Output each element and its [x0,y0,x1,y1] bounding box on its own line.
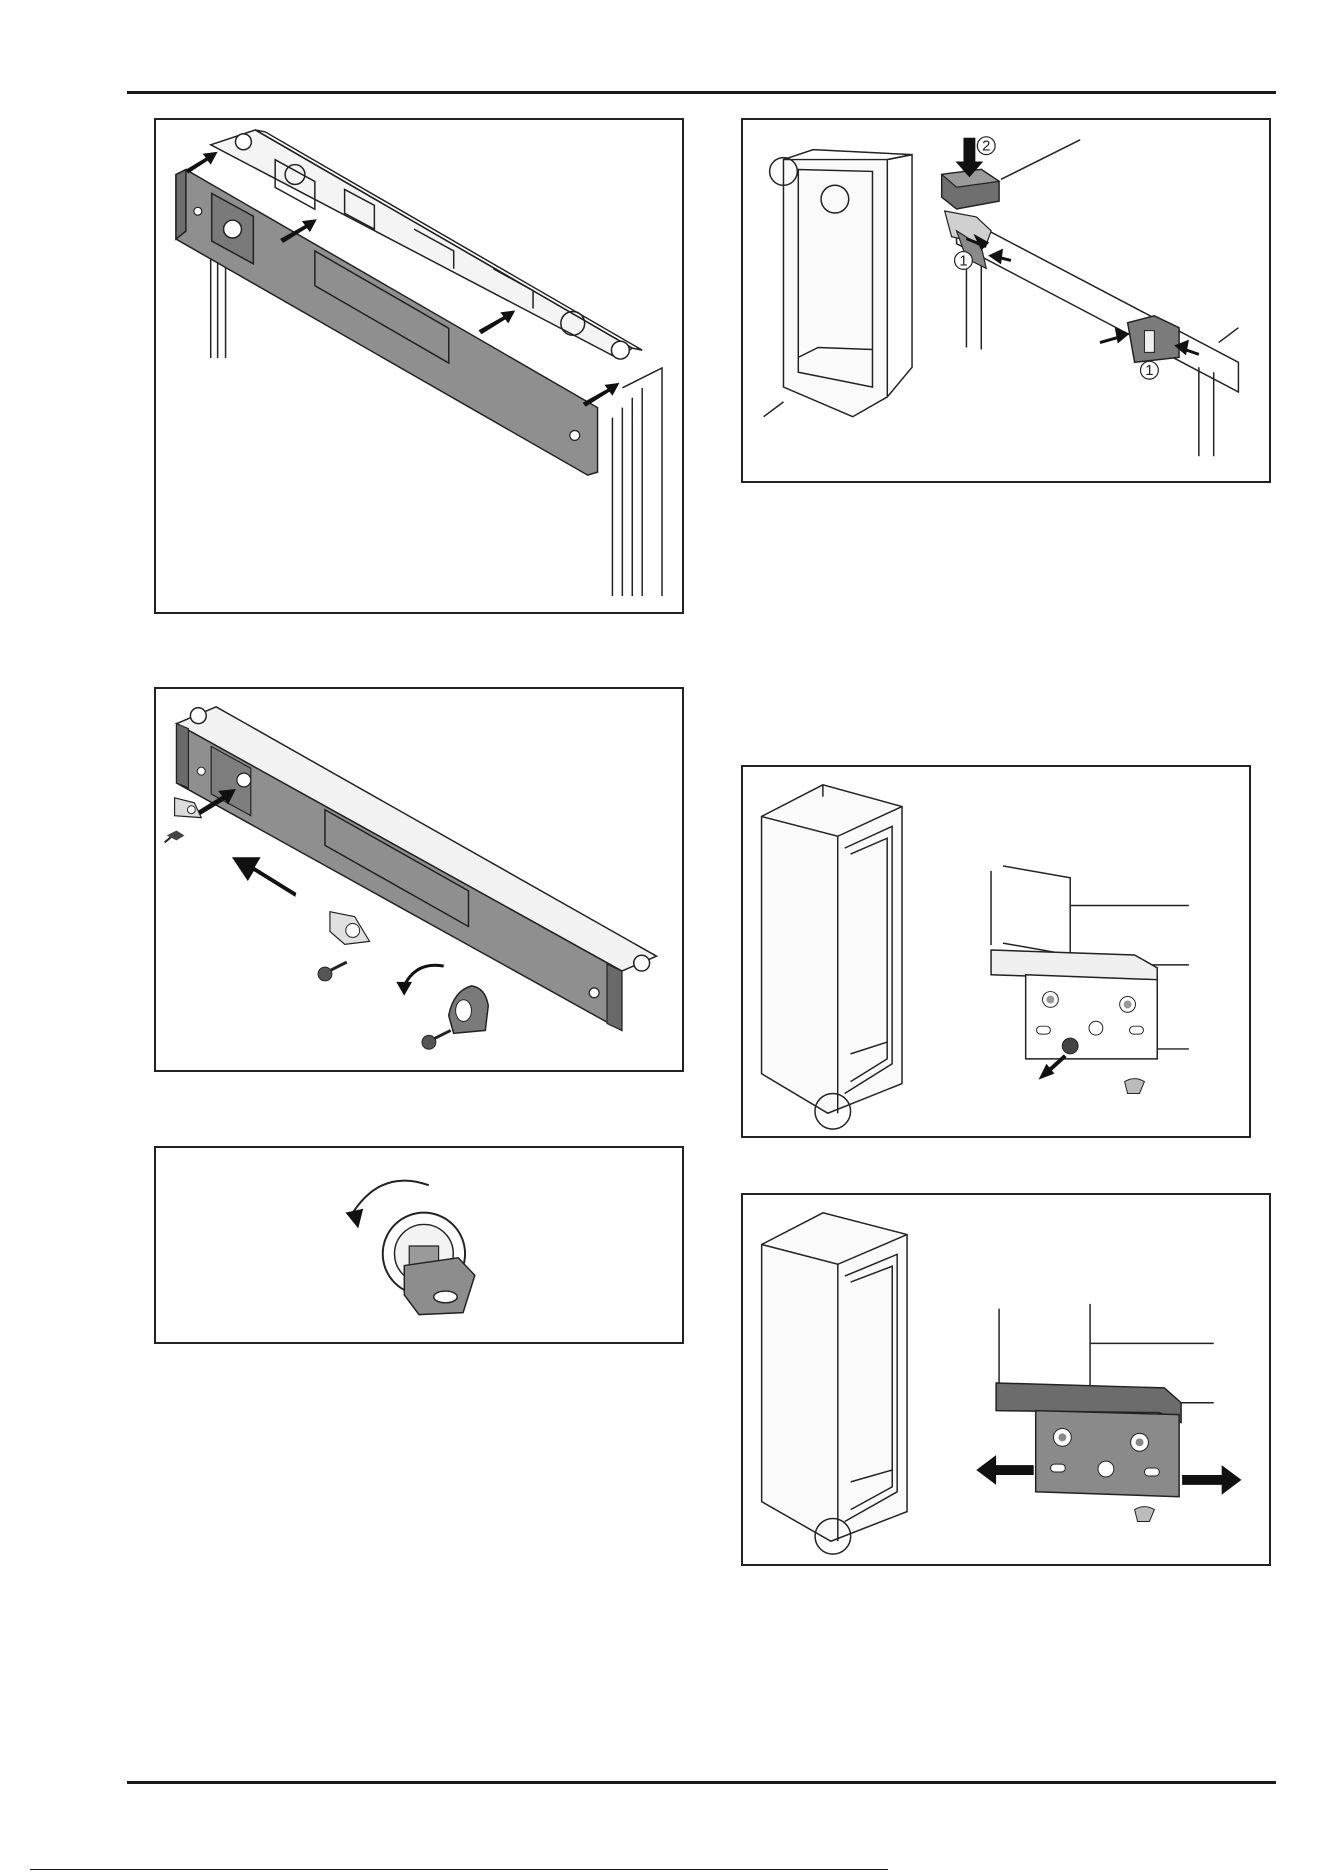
key-turn-illustration [156,1148,682,1342]
bottom-hinge-remove-screw-figure [741,765,1251,1138]
top-clip-figure: 2 1 1 [741,118,1271,483]
lock-cover-parts-figure [154,687,684,1072]
remove-front-cover-figure [154,118,684,614]
bottom-hinge-adjust-figure [741,1193,1271,1566]
hinge-screw-illustration [743,767,1249,1136]
callout-1a: 1 [959,253,967,269]
key-turn-figure [154,1146,684,1344]
callout-1b: 1 [1145,363,1153,379]
callout-2: 2 [982,139,990,155]
lock-parts-illustration [156,689,682,1070]
top-rule [127,91,1276,94]
top-clip-illustration: 2 1 1 [743,120,1269,481]
hinge-adjust-illustration [743,1195,1269,1564]
bottom-rule [127,1781,1276,1784]
cover-panel-illustration [156,120,682,612]
footer-thin-rule [30,1869,888,1870]
